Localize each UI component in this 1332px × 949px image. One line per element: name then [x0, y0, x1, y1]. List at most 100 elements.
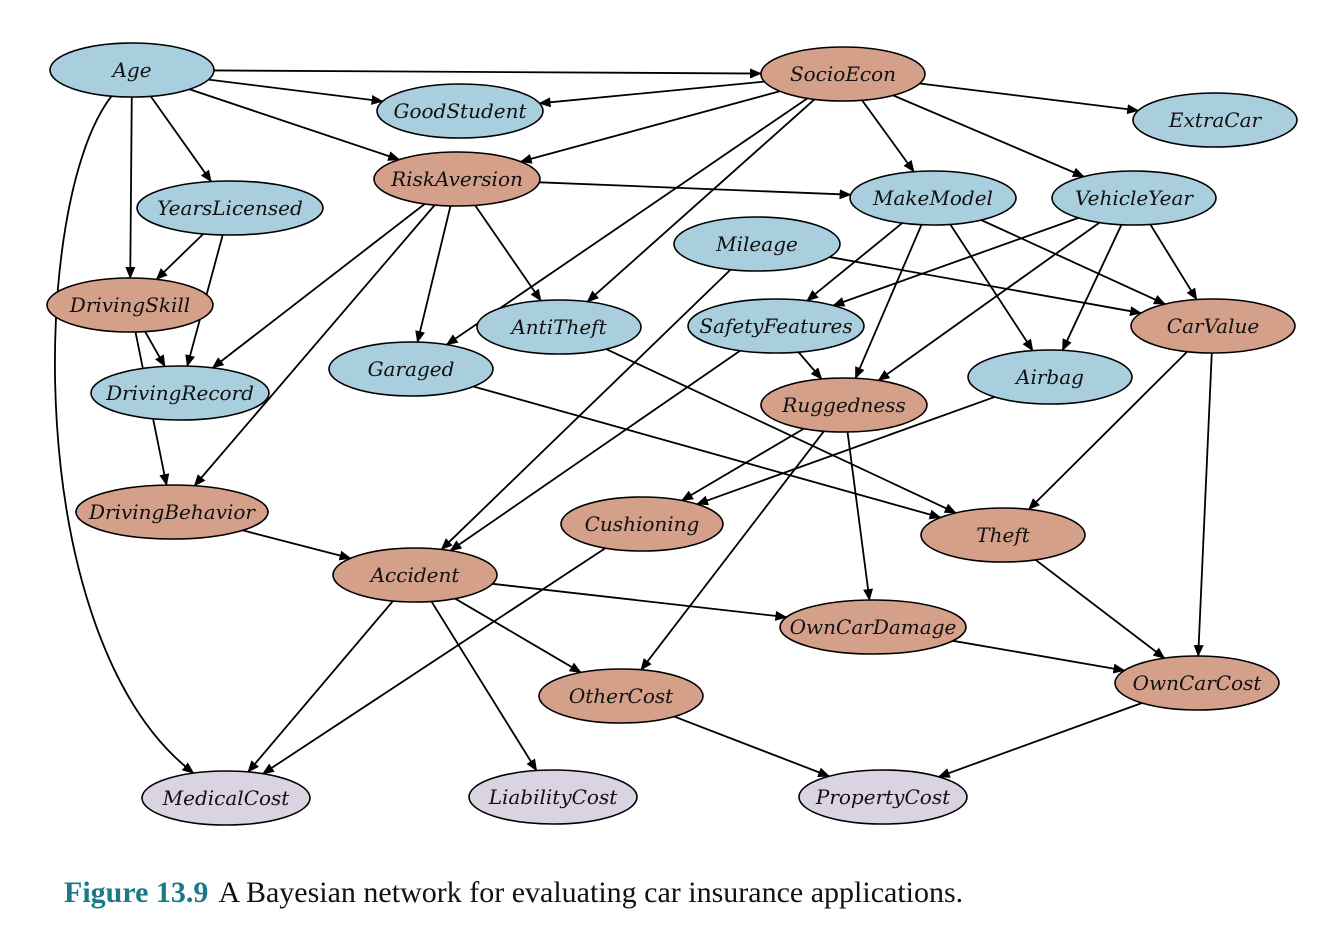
- node-ellipse-mileage: [673, 216, 841, 272]
- edge-mileage-to-accident: [440, 268, 732, 551]
- node-makemodel: MakeModel: [849, 170, 1017, 226]
- node-carvalue: CarValue: [1130, 298, 1296, 354]
- node-label-theft: Theft: [976, 523, 1030, 547]
- node-drivingskill: DrivingSkill: [46, 277, 214, 333]
- node-label-extracar: ExtraCar: [1168, 108, 1263, 132]
- node-yearslicensed: YearsLicensed: [136, 180, 324, 236]
- edge-othercost-to-propertycost: [673, 715, 831, 778]
- edge-age-to-socioecon: [213, 68, 763, 79]
- edge-owncardamage-to-owncarcost: [952, 639, 1126, 674]
- node-ellipse-airbag: [967, 349, 1133, 405]
- node-ellipse-owncarcost: [1114, 655, 1280, 711]
- node-extracar: ExtraCar: [1132, 92, 1298, 148]
- node-goodstudent: GoodStudent: [376, 83, 544, 139]
- node-label-ruggedness: Ruggedness: [781, 393, 905, 417]
- node-ellipse-socioecon: [760, 46, 926, 102]
- edge-age-to-goodstudent: [208, 78, 384, 105]
- node-ellipse-riskaversion: [373, 151, 541, 207]
- node-ellipse-drivingskill: [46, 277, 214, 333]
- edge-drivingskill-to-drivingrecord: [144, 331, 166, 368]
- edges-layer: [54, 68, 1213, 778]
- edge-socioecon-to-extracar: [919, 82, 1140, 115]
- edge-drivingbehavior-to-accident: [242, 529, 352, 561]
- node-vehicleyear: VehicleYear: [1051, 170, 1217, 226]
- edge-theft-to-owncarcost: [1034, 559, 1166, 659]
- edge-riskaversion-to-drivingrecord: [211, 203, 426, 369]
- node-label-liabilitycost: LiabilityCost: [488, 785, 619, 809]
- edge-riskaversion-to-makemodel: [539, 181, 852, 200]
- node-label-drivingrecord: DrivingRecord: [105, 381, 254, 405]
- node-label-yearslicensed: YearsLicensed: [157, 196, 303, 220]
- edge-riskaversion-to-antitheft: [474, 204, 542, 302]
- node-label-antitheft: AntiTheft: [509, 315, 607, 339]
- node-label-riskaversion: RiskAversion: [390, 167, 523, 191]
- figure-number: Figure 13.9: [64, 876, 209, 909]
- node-ellipse-yearslicensed: [136, 180, 324, 236]
- edge-vehicleyear-to-safetyfeatures: [832, 217, 1079, 307]
- edge-makemodel-to-airbag: [949, 223, 1034, 352]
- node-ellipse-antitheft: [476, 299, 642, 355]
- node-label-makemodel: MakeModel: [872, 186, 993, 210]
- caption-text: A Bayesian network for evaluating car in…: [218, 876, 964, 909]
- node-label-othercost: OtherCost: [569, 684, 674, 708]
- edge-makemodel-to-carvalue: [980, 219, 1166, 305]
- edge-vehicleyear-to-airbag: [1061, 224, 1123, 352]
- node-ellipse-makemodel: [849, 170, 1017, 226]
- node-ellipse-owncardamage: [779, 599, 967, 655]
- node-label-socioecon: SocioEcon: [790, 62, 896, 86]
- node-ellipse-drivingrecord: [90, 365, 270, 421]
- node-owncardamage: OwnCarDamage: [779, 599, 967, 655]
- edge-vehicleyear-to-carvalue: [1149, 223, 1198, 301]
- edge-riskaversion-to-drivingbehavior: [193, 204, 436, 487]
- edge-socioecon-to-goodstudent: [538, 80, 765, 108]
- node-label-garaged: Garaged: [368, 357, 455, 381]
- node-ellipse-vehicleyear: [1051, 170, 1217, 226]
- edge-age-to-yearslicensed: [149, 95, 212, 183]
- edge-ruggedness-to-owncardamage: [846, 431, 874, 602]
- node-label-drivingbehavior: DrivingBehavior: [88, 500, 256, 524]
- edge-age-to-drivingskill: [125, 96, 136, 279]
- edge-socioecon-to-makemodel: [861, 99, 915, 173]
- node-label-medicalcost: MedicalCost: [162, 786, 291, 810]
- node-label-owncarcost: OwnCarCost: [1133, 671, 1263, 695]
- node-ruggedness: Ruggedness: [760, 377, 928, 433]
- edge-carvalue-to-theft: [1028, 350, 1188, 511]
- node-liabilitycost: LiabilityCost: [468, 769, 638, 825]
- edge-accident-to-medicalcost: [247, 600, 394, 773]
- node-othercost: OtherCost: [538, 668, 704, 724]
- node-drivingbehavior: DrivingBehavior: [75, 484, 269, 540]
- node-ellipse-drivingbehavior: [75, 484, 269, 540]
- node-label-vehicleyear: VehicleYear: [1075, 186, 1194, 210]
- edge-mileage-to-carvalue: [829, 256, 1143, 317]
- edge-accident-to-liabilitycost: [430, 600, 538, 772]
- node-ellipse-theft: [920, 507, 1086, 563]
- node-accident: Accident: [332, 547, 498, 603]
- node-ellipse-goodstudent: [376, 83, 544, 139]
- edge-accident-to-owncardamage: [492, 582, 788, 621]
- node-riskaversion: RiskAversion: [373, 151, 541, 207]
- node-ellipse-medicalcost: [141, 770, 311, 826]
- node-medicalcost: MedicalCost: [141, 770, 311, 826]
- node-airbag: Airbag: [967, 349, 1133, 405]
- edge-socioecon-to-riskaversion: [519, 90, 781, 164]
- edge-ruggedness-to-othercost: [640, 430, 825, 671]
- node-ellipse-othercost: [538, 668, 704, 724]
- node-ellipse-garaged: [328, 341, 494, 397]
- edge-accident-to-othercost: [454, 597, 582, 674]
- node-age: Age: [49, 42, 215, 98]
- node-label-owncardamage: OwnCarDamage: [790, 615, 957, 639]
- node-label-safetyfeatures: SafetyFeatures: [699, 314, 852, 338]
- edge-carvalue-to-owncarcost: [1193, 352, 1213, 658]
- node-owncarcost: OwnCarCost: [1114, 655, 1280, 711]
- edge-vehicleyear-to-ruggedness: [877, 221, 1101, 382]
- node-label-drivingskill: DrivingSkill: [69, 293, 190, 317]
- node-mileage: Mileage: [673, 216, 841, 272]
- node-label-accident: Accident: [369, 563, 461, 587]
- edge-owncarcost-to-propertycost: [937, 702, 1143, 778]
- edge-airbag-to-cushioning: [696, 396, 995, 506]
- node-ellipse-extracar: [1132, 92, 1298, 148]
- node-ellipse-ruggedness: [760, 377, 928, 433]
- node-label-age: Age: [110, 58, 151, 82]
- node-label-propertycost: PropertyCost: [815, 785, 951, 809]
